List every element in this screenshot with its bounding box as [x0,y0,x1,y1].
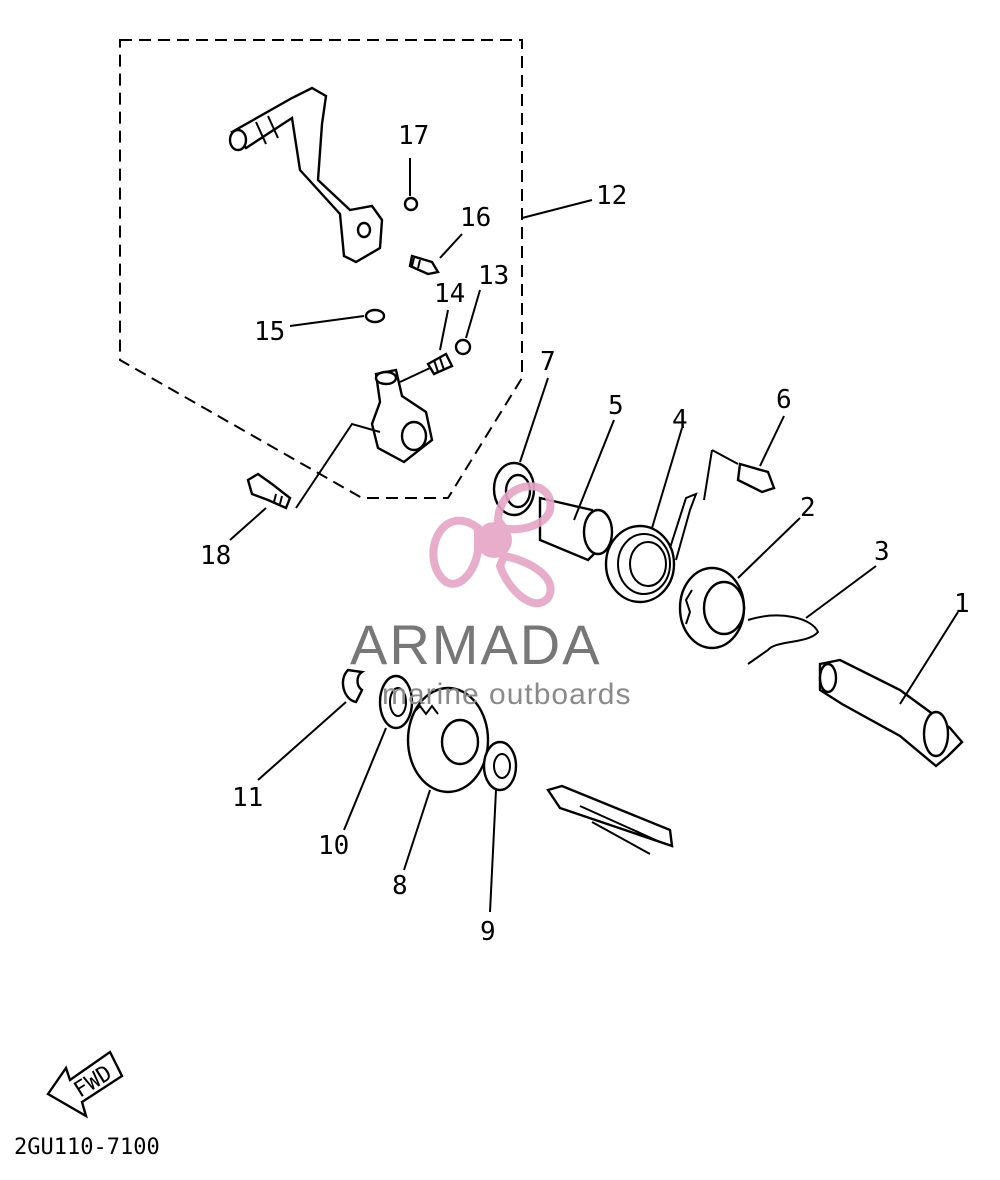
callout-1: 1 [954,589,970,619]
callout-7: 7 [540,347,556,377]
part-14-spring [426,309,454,376]
callout-5: 5 [608,391,624,421]
part-17-ball [403,158,419,212]
part-9-washer [482,740,518,913]
watermark-brand: ARMADA [350,613,602,676]
part-5-collar [538,419,615,562]
callout-11: 11 [232,783,263,813]
part-7-bearing [492,377,549,517]
callout-18: 18 [200,541,231,571]
part-18-bolt [229,422,381,541]
callout-13: 13 [478,261,509,291]
callout-8: 8 [392,871,408,901]
callout-2: 2 [800,493,816,523]
callout-17: 17 [398,121,429,151]
main-axle [546,784,674,855]
callout-9: 9 [480,917,496,947]
watermark-tagline: marine outboards [382,678,631,711]
part-11-circlip [257,668,366,781]
callout-10: 10 [318,831,349,861]
callout-12: 12 [596,181,627,211]
part-3-clip [747,565,877,665]
callout-4: 4 [672,405,688,435]
part-4-spring [604,427,698,604]
leader-12 [521,199,593,219]
part-2-ratchet [678,517,801,650]
part-6-pin [703,415,785,501]
callout-16: 16 [460,203,491,233]
kick-pedal-lever [228,86,384,264]
part-15-oring [289,308,386,327]
assembly-12-outline [119,39,523,499]
part-8-kick-gear [403,686,490,871]
callout-3: 3 [874,537,890,567]
armada-logo [429,482,555,608]
diagram-code: 2GU110-7100 [14,1135,160,1160]
kick-crank-boss [370,367,434,464]
part-10-washer [343,674,414,831]
callout-14: 14 [434,279,465,309]
callout-15: 15 [254,317,285,347]
fwd-arrow: FWD [46,1050,124,1119]
part-13-ball [454,289,481,356]
callout-6: 6 [776,385,792,415]
part-1-kick-shaft [818,611,964,768]
part-16-bolt [408,233,463,276]
